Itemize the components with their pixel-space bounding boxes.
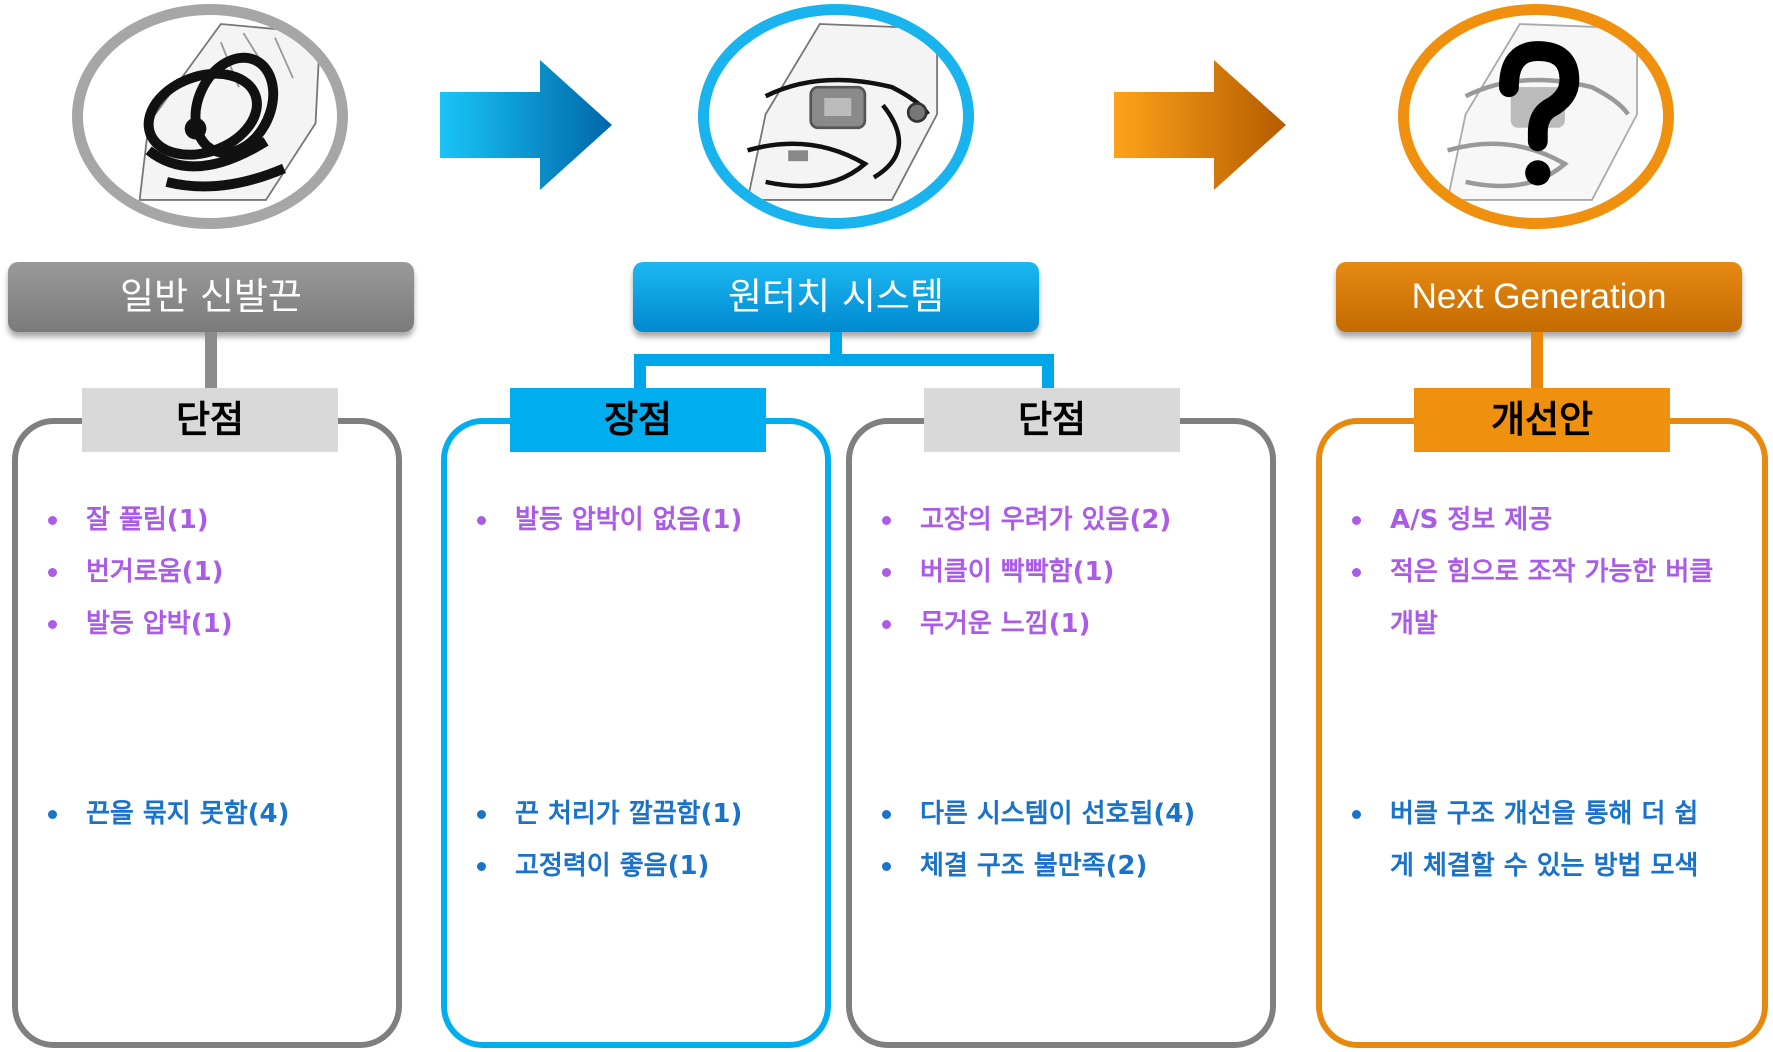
list-item: 무거운 느낌(1) xyxy=(874,598,1254,650)
list-item: 잘 풀림(1) xyxy=(40,494,380,546)
card-regular-cons: 잘 풀림(1) 번거로움(1) 발등 압박(1) 끈을 묶지 못함(4) xyxy=(12,418,402,1048)
list-item: 고장의 우려가 있음(2) xyxy=(874,494,1254,546)
list-item: 끈 처리가 깔끔함(1) xyxy=(469,788,809,840)
card-tab-pros: 장점 xyxy=(510,388,766,452)
stage-title-one-touch-system: 원터치 시스템 xyxy=(633,262,1039,332)
shoelace-icon xyxy=(138,23,322,201)
stage-title-regular-shoelace: 일반 신발끈 xyxy=(8,262,414,332)
list-item: A/S 정보 제공 xyxy=(1344,494,1714,546)
question-mark-icon xyxy=(1446,23,1638,201)
stage-title-next-generation: Next Generation xyxy=(1336,262,1742,332)
connector-line xyxy=(205,332,217,390)
list-item: 체결 구조 불만족(2) xyxy=(874,840,1254,892)
list-item: 적은 힘으로 조작 가능한 버클 개발 xyxy=(1344,546,1714,650)
connector-line xyxy=(1531,332,1543,390)
shoelace-image xyxy=(72,4,348,229)
card-next-gen-improvements: A/S 정보 제공 적은 힘으로 조작 가능한 버클 개발 버클 구조 개선을 … xyxy=(1316,418,1768,1048)
connector-line xyxy=(830,332,842,358)
list-item: 다른 시스템이 선호됨(4) xyxy=(874,788,1254,840)
list-item: 끈을 묶지 못함(4) xyxy=(40,788,380,840)
list-item: 버클이 빡빡함(1) xyxy=(874,546,1254,598)
card-one-touch-cons: 고장의 우려가 있음(2) 버클이 빡빡함(1) 무거운 느낌(1) 다른 시스… xyxy=(846,418,1276,1048)
one-touch-system-image xyxy=(698,4,974,229)
connector-line xyxy=(634,354,1054,366)
one-touch-system-icon xyxy=(746,23,938,201)
list-item: 발등 압박이 없음(1) xyxy=(469,494,809,546)
card-one-touch-pros: 발등 압박이 없음(1) 끈 처리가 깔끔함(1) 고정력이 좋음(1) xyxy=(441,418,831,1048)
next-generation-image xyxy=(1398,4,1674,229)
card-tab-improvements: 개선안 xyxy=(1414,388,1670,452)
card-tab-cons: 단점 xyxy=(82,388,338,452)
list-item: 고정력이 좋음(1) xyxy=(469,840,809,892)
connector-line xyxy=(634,354,646,390)
arrow-right-icon xyxy=(1114,60,1286,190)
list-item: 버클 구조 개선을 통해 더 쉽게 체결할 수 있는 방법 모색 xyxy=(1344,788,1716,892)
connector-line xyxy=(1042,354,1054,390)
list-item: 번거로움(1) xyxy=(40,546,380,598)
arrow-right-icon xyxy=(440,60,612,190)
card-tab-cons: 단점 xyxy=(924,388,1180,452)
list-item: 발등 압박(1) xyxy=(40,598,380,650)
